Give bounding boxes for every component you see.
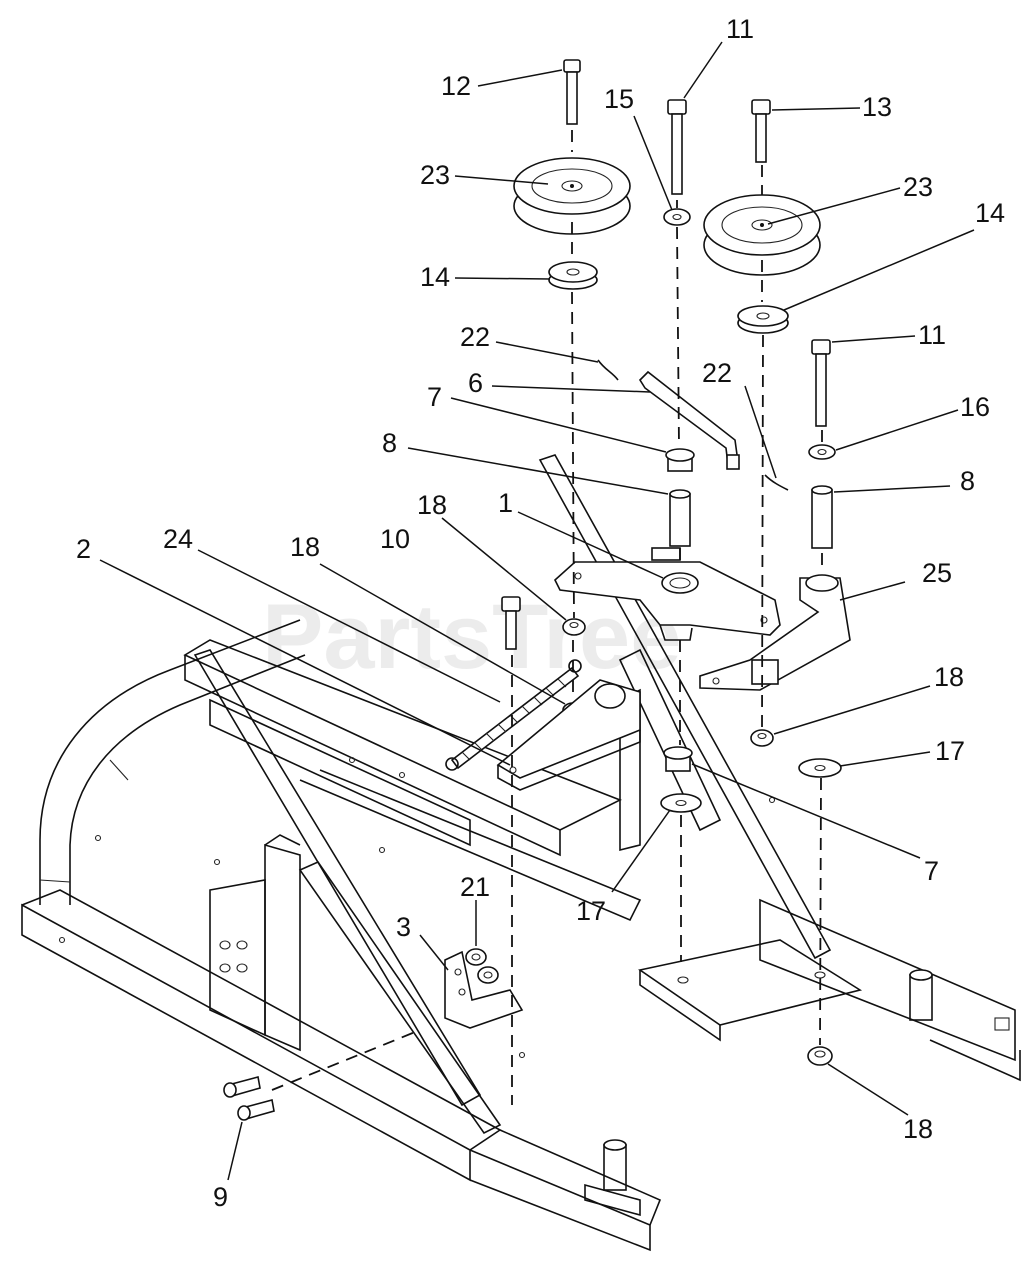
callout-15: 15: [604, 84, 634, 114]
pivot-bracket-2: [496, 679, 641, 791]
callout-8-right: 8: [960, 466, 975, 496]
bushing-7-lower: [663, 746, 693, 772]
washer-16: [808, 444, 836, 460]
clip-22-left: [597, 359, 619, 381]
nut-21: [465, 948, 499, 984]
nut-18-right: [750, 729, 774, 747]
callout-11-top: 11: [726, 14, 754, 44]
callout-18-upper: 18: [417, 490, 447, 520]
callout-1: 1: [498, 488, 513, 518]
watermark: PartsTree: [262, 586, 681, 688]
callout-22-left: 22: [460, 322, 490, 352]
rod-6: [638, 370, 740, 470]
callout-18-bottom: 18: [903, 1114, 933, 1144]
callout-3: 3: [396, 912, 411, 942]
callout-24: 24: [163, 524, 193, 554]
callout-21: 21: [460, 872, 490, 902]
callout-23-right: 23: [903, 172, 933, 202]
callout-16: 16: [960, 392, 990, 422]
nut-18-bottom: [807, 1046, 833, 1066]
callout-25: 25: [922, 558, 952, 588]
bolt-13: [751, 99, 771, 163]
callout-9: 9: [213, 1182, 228, 1212]
spacer-14-right: [737, 305, 789, 334]
idler-arm-25: [699, 574, 851, 691]
bushing-7-upper: [665, 448, 695, 472]
callout-17-lower: 17: [576, 896, 606, 926]
bolt-12: [563, 59, 581, 125]
callout-12: 12: [441, 71, 471, 101]
spacer-8-left: [669, 489, 691, 547]
callout-18-spring: 18: [290, 532, 320, 562]
callout-6: 6: [468, 368, 483, 398]
idler-pulley-23-right: [703, 194, 821, 276]
spacer-14-left: [548, 261, 598, 290]
callout-labels: 11 12 13 15 23 23 14 14 22 22 11 6 7 16 …: [76, 14, 1005, 1212]
mower-frame: [21, 454, 1021, 1252]
spacer-8-right: [811, 485, 833, 549]
callout-13: 13: [862, 92, 892, 122]
bolt-11-top: [667, 99, 687, 195]
bolts-9: [223, 1076, 275, 1121]
callout-2: 2: [76, 534, 91, 564]
idler-pulley-23-left: [513, 157, 631, 235]
callout-7-upper: 7: [427, 382, 442, 412]
washer-15: [663, 208, 691, 226]
callout-14-left: 14: [420, 262, 450, 292]
callout-22-right: 22: [702, 358, 732, 388]
callout-11-right: 11: [918, 320, 946, 350]
bolt-10: [501, 596, 521, 650]
callout-18-right: 18: [934, 662, 964, 692]
bracket-3: [444, 950, 524, 1029]
assembly-axes: [271, 130, 823, 1105]
washer-17-lower: [660, 793, 702, 813]
nut-18-upper: [562, 618, 586, 636]
clip-22-right: [764, 474, 789, 491]
bolt-11-right: [811, 339, 831, 427]
callout-23-left: 23: [420, 160, 450, 190]
washer-17-right: [798, 758, 842, 778]
callout-7-lower: 7: [924, 856, 939, 886]
idler-bracket-1: [554, 547, 781, 641]
callout-17-right: 17: [935, 736, 965, 766]
callout-14-right: 14: [975, 198, 1005, 228]
callout-8-left: 8: [382, 428, 397, 458]
leader-lines: [99, 41, 975, 1181]
callout-10: 10: [380, 524, 410, 554]
